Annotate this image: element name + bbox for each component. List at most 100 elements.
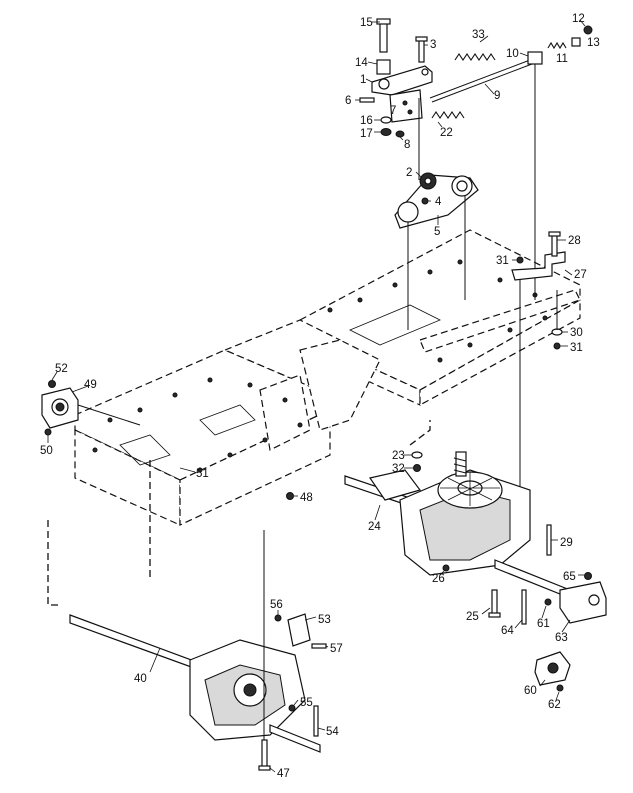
label-51: 51 <box>196 468 209 480</box>
label-63: 63 <box>555 632 568 644</box>
label-6: 6 <box>345 95 351 107</box>
bracket-27 <box>511 251 566 281</box>
bracket-27-group <box>511 231 566 500</box>
nut-56 <box>274 614 282 622</box>
spacer-14 <box>376 59 391 75</box>
label-25: 25 <box>466 611 479 623</box>
spring-33 <box>454 53 496 61</box>
label-3a: 3 <box>430 39 436 51</box>
bolt-29 <box>546 524 552 556</box>
bracket-7 <box>389 89 423 123</box>
nut-8 <box>395 130 405 138</box>
linkage-assembly <box>359 18 593 300</box>
label-29: 29 <box>560 537 573 549</box>
label-48: 48 <box>300 492 313 504</box>
axle-40 <box>69 614 206 673</box>
leader-lines <box>47 19 586 773</box>
bolt-47 <box>261 739 268 769</box>
clevis-10 <box>527 51 543 65</box>
part-12 <box>571 37 581 47</box>
idler-assembly <box>394 172 479 330</box>
spring-22 <box>431 111 465 119</box>
washer-23 <box>411 451 423 459</box>
nut-62 <box>556 684 564 692</box>
cooling-fan <box>437 471 503 509</box>
part-61 <box>544 598 552 606</box>
label-40: 40 <box>134 673 147 685</box>
nut-26 <box>442 564 450 572</box>
bolt-28 <box>551 233 558 257</box>
nut-17 <box>380 128 392 136</box>
label-32: 32 <box>392 463 405 475</box>
label-12: 12 <box>572 13 585 25</box>
label-65: 65 <box>563 571 576 583</box>
nut-55 <box>288 704 296 712</box>
bearing-49-group <box>41 380 141 436</box>
label-61: 61 <box>537 618 550 630</box>
label-23: 23 <box>392 450 405 462</box>
label-1: 1 <box>360 74 366 86</box>
nut-48 <box>286 492 294 500</box>
label-52: 52 <box>55 363 68 375</box>
bolt-15 <box>379 21 388 53</box>
bolt-54 <box>313 705 319 737</box>
part-labels: 15 3 33 12 13 10 11 14 1 9 6 7 16 17 8 2… <box>40 13 600 780</box>
label-4: 4 <box>435 196 442 208</box>
label-30: 30 <box>570 327 583 339</box>
label-7: 7 <box>390 105 396 117</box>
bracket-53 <box>287 613 311 647</box>
label-2: 2 <box>406 167 412 179</box>
label-54: 54 <box>326 726 339 738</box>
label-57: 57 <box>330 643 343 655</box>
label-26: 26 <box>432 573 445 585</box>
label-13: 13 <box>587 37 600 49</box>
label-53: 53 <box>318 614 331 626</box>
label-31b: 31 <box>570 342 583 354</box>
label-62: 62 <box>548 699 561 711</box>
label-11: 11 <box>556 53 568 65</box>
label-50: 50 <box>40 445 53 457</box>
label-33: 33 <box>472 29 485 41</box>
label-15: 15 <box>360 17 373 29</box>
nut-31-top <box>516 256 524 264</box>
bolt-57 <box>311 643 327 649</box>
transmission-upper <box>344 420 607 692</box>
nut-13 <box>583 25 593 35</box>
rod-9 <box>429 59 531 99</box>
output-axle <box>269 724 321 753</box>
label-9: 9 <box>494 90 500 102</box>
label-8: 8 <box>404 139 410 151</box>
bracket-63 <box>559 581 607 624</box>
nut-32 <box>413 464 421 472</box>
label-60: 60 <box>524 685 537 697</box>
label-16: 16 <box>360 115 373 127</box>
label-64: 64 <box>501 625 514 637</box>
nut-31-bottom <box>553 342 561 350</box>
chassis-frame <box>74 229 581 580</box>
nut-50 <box>44 428 52 436</box>
label-28: 28 <box>568 235 581 247</box>
spring-11 <box>547 41 567 50</box>
nut-52 <box>48 380 56 388</box>
label-27: 27 <box>574 269 587 281</box>
bolt-3 <box>418 39 425 63</box>
label-17: 17 <box>360 128 373 140</box>
right-axle <box>494 559 571 599</box>
label-24: 24 <box>368 521 381 533</box>
washer-16 <box>380 116 392 124</box>
bolt-64 <box>521 589 527 625</box>
label-5: 5 <box>434 226 440 238</box>
label-14: 14 <box>355 57 368 69</box>
nut-4 <box>421 197 429 205</box>
label-22: 22 <box>440 127 453 139</box>
label-31a: 31 <box>496 255 509 267</box>
bolt-25 <box>491 589 498 617</box>
nut-65 <box>584 572 592 580</box>
bolt-6 <box>359 97 375 103</box>
label-56: 56 <box>270 599 283 611</box>
label-10: 10 <box>506 48 519 60</box>
label-49: 49 <box>84 379 97 391</box>
label-47: 47 <box>277 768 290 780</box>
label-55: 55 <box>300 697 313 709</box>
